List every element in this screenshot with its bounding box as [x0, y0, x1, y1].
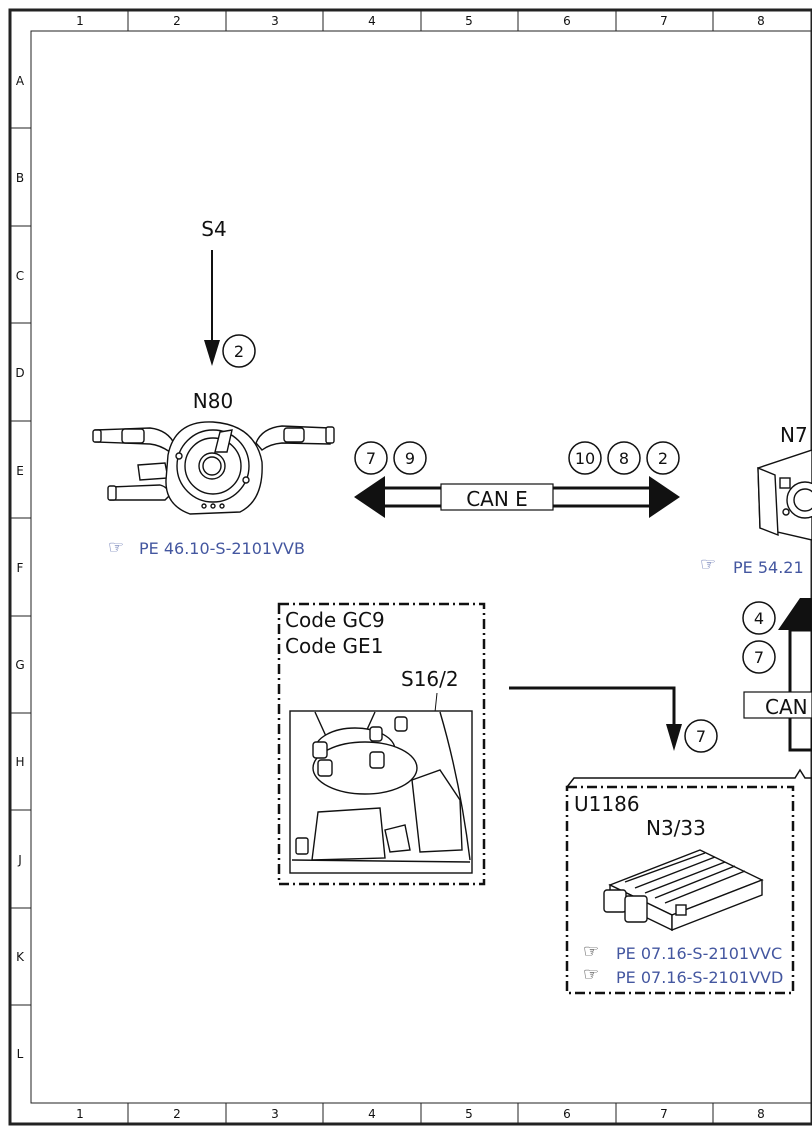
n7-label: N7 [780, 423, 808, 447]
arrow-down-icon [666, 724, 682, 751]
grid-row-label: K [16, 950, 25, 964]
pointing-hand-icon: ☞ [583, 964, 599, 985]
n7-reference-link[interactable]: ☞ PE 54.21 [700, 554, 804, 577]
arrow-up-icon [778, 598, 812, 630]
n3-33-reference-link-1[interactable]: ☞ PE 07.16-S-2101VVC [583, 941, 782, 963]
grid-col-label: 7 [660, 14, 668, 28]
n80-component: N80 ☞ [92, 389, 335, 558]
arrow-down-icon [204, 340, 220, 366]
grid-col-label: 1 [76, 1107, 84, 1121]
arrow-right-icon [649, 476, 680, 518]
marker-number: 8 [619, 449, 629, 468]
grid-columns-top: 1 2 3 4 5 6 7 8 [76, 14, 765, 28]
marker-circle [354, 441, 388, 475]
grid-col-label: 5 [465, 14, 473, 28]
grid-row-label: C [16, 269, 24, 283]
grid-rows: A B C D E F G H J K L [15, 74, 25, 1061]
marker-circle [684, 719, 718, 753]
grid-row-label: D [15, 366, 24, 380]
arrow-left-icon [354, 476, 385, 518]
grid-col-label: 1 [76, 14, 84, 28]
grid-row-label: G [15, 658, 24, 672]
s16-signal: 7 [509, 686, 718, 753]
marker-number: 7 [366, 449, 376, 468]
grid-col-label: 6 [563, 1107, 571, 1121]
s16-2-label: S16/2 [401, 667, 459, 691]
pointing-hand-icon: ☞ [700, 554, 716, 575]
u1186-label: U1186 [574, 792, 640, 816]
control-unit-icon [757, 449, 812, 541]
grid-row-label: A [16, 74, 25, 88]
switch-photo-illustration [289, 710, 473, 874]
code-ge1-label: Code GE1 [285, 634, 383, 658]
steering-column-module-icon [92, 421, 335, 515]
n3-33-reference-link-2[interactable]: ☞ PE 07.16-S-2101VVD [583, 964, 783, 987]
marker-number: 10 [575, 449, 595, 468]
grid-row-label: L [17, 1047, 24, 1061]
marker-circle [393, 441, 427, 475]
n3-33-label: N3/33 [646, 816, 706, 840]
marker-number: 2 [234, 342, 244, 361]
n7-reference-text[interactable]: PE 54.21 [733, 558, 804, 577]
grid-col-label: 3 [271, 14, 279, 28]
grid-row-label: E [16, 464, 24, 478]
grid-col-label: 8 [757, 14, 765, 28]
code-option-box: Code GC9 Code GE1 S16/2 [277, 602, 486, 886]
n80-reference-text[interactable]: PE 46.10-S-2101VVB [139, 539, 305, 558]
pointing-hand-icon: ☞ [108, 537, 124, 558]
grid-col-label: 8 [757, 1107, 765, 1121]
grid-col-label: 4 [368, 14, 376, 28]
can-bus-partial: CAN 4 7 [742, 598, 812, 752]
grid-col-label: 7 [660, 1107, 668, 1121]
marker-circle [742, 640, 776, 674]
code-gc9-label: Code GC9 [285, 608, 385, 632]
pointing-hand-icon: ☞ [583, 941, 599, 962]
grid-col-label: 5 [465, 1107, 473, 1121]
s4-signal: S4 2 [201, 217, 256, 368]
marker-circle [742, 601, 776, 635]
grid-row-label: B [16, 171, 24, 185]
n80-reference-link[interactable]: ☞ PE 46.10-S-2101VVB [108, 537, 305, 558]
grid-row-label: J [17, 853, 22, 867]
grid-col-label: 2 [173, 1107, 181, 1121]
n3-33-reference-text[interactable]: PE 07.16-S-2101VVD [616, 968, 783, 987]
grid-columns-bottom: 1 2 3 4 5 6 7 8 [76, 1107, 765, 1121]
grid-row-label: H [15, 755, 24, 769]
marker-number: 4 [754, 609, 764, 628]
grid-col-label: 2 [173, 14, 181, 28]
marker-circle [607, 441, 641, 475]
marker-circle [568, 441, 602, 475]
engine-control-unit-icon [603, 849, 764, 932]
can-e-label: CAN E [466, 487, 528, 511]
can-e-bus: CAN E 7 9 10 8 2 [354, 441, 680, 518]
u1186-box: U1186 N3/33 ☞ PE 07.16-S-2101VVC ☞ PE 07… [565, 768, 812, 995]
marker-number: 9 [405, 449, 415, 468]
grid-col-label: 3 [271, 1107, 279, 1121]
grid-col-label: 4 [368, 1107, 376, 1121]
marker-number: 7 [754, 648, 764, 667]
sheet-frame [8, 8, 812, 1126]
n3-33-reference-text[interactable]: PE 07.16-S-2101VVC [616, 944, 782, 963]
grid-col-label: 6 [563, 14, 571, 28]
marker-number: 7 [696, 727, 706, 746]
s4-label: S4 [201, 217, 226, 241]
n80-label: N80 [193, 389, 233, 413]
marker-circle [222, 334, 256, 368]
marker-number: 2 [658, 449, 668, 468]
grid-row-label: F [17, 561, 24, 575]
can-label-partial: CAN [765, 695, 808, 719]
marker-circle [646, 441, 680, 475]
n7-component-partial: N7 ☞ PE 54.21 [700, 423, 812, 577]
